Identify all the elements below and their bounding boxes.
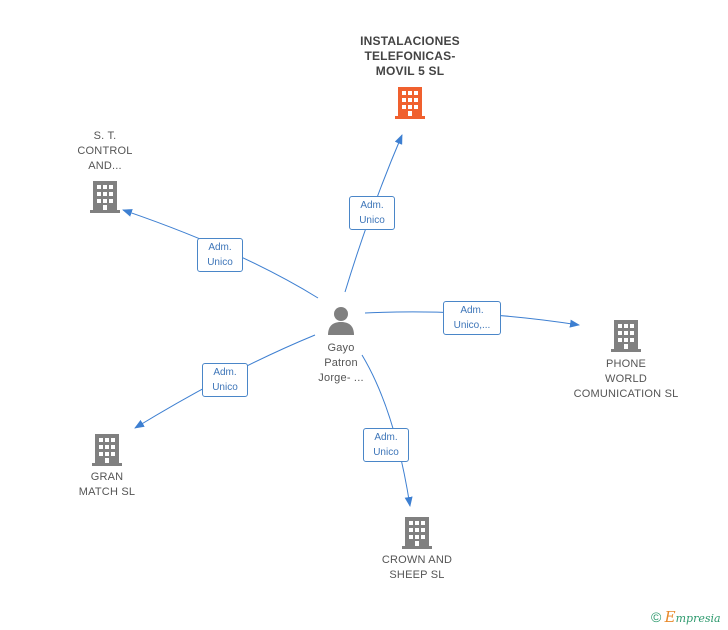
- node-label-crown-sheep: CROWN AND SHEEP SL: [381, 554, 453, 581]
- node-label-gran-match: GRAN MATCH SL: [78, 471, 136, 498]
- brand-logo: Empresia: [664, 608, 721, 626]
- edge-label-st-control[interactable]: Adm. Unico: [197, 238, 243, 272]
- node-label-instalaciones: INSTALACIONES TELEFONICAS- MOVIL 5 SL: [360, 34, 460, 78]
- node-crown-sheep[interactable]: CROWN AND SHEEP SL: [367, 515, 467, 583]
- node-center-person[interactable]: Gayo Patron Jorge- ...: [300, 304, 382, 386]
- building-icon: [402, 517, 432, 549]
- empresia-watermark: © Empresia: [651, 608, 721, 626]
- node-label-st-control: S. T. CONTROL AND...: [77, 130, 133, 172]
- node-gran-match[interactable]: GRAN MATCH SL: [62, 432, 152, 500]
- edge-to-crown-sheep: [361, 354, 413, 507]
- node-label-center-person: Gayo Patron Jorge- ...: [318, 342, 364, 384]
- node-instalaciones[interactable]: INSTALACIONES TELEFONICAS- MOVIL 5 SL: [340, 34, 480, 121]
- building-icon: [611, 320, 641, 352]
- building-icon: [395, 87, 425, 119]
- node-label-phone-world: PHONE WORLD COMUNICATION SL: [573, 358, 679, 400]
- edge-label-instalaciones[interactable]: Adm. Unico: [349, 196, 395, 230]
- edge-label-phone-world[interactable]: Adm. Unico,...: [443, 301, 501, 335]
- edge-label-gran-match[interactable]: Adm. Unico: [202, 363, 248, 397]
- node-phone-world[interactable]: PHONE WORLD COMUNICATION SL: [566, 318, 686, 402]
- edge-label-crown-sheep[interactable]: Adm. Unico: [363, 428, 409, 462]
- node-st-control[interactable]: S. T. CONTROL AND...: [55, 129, 155, 215]
- copyright-symbol: ©: [651, 609, 662, 625]
- building-icon: [92, 434, 122, 466]
- building-icon: [90, 181, 120, 213]
- person-icon: [328, 307, 354, 335]
